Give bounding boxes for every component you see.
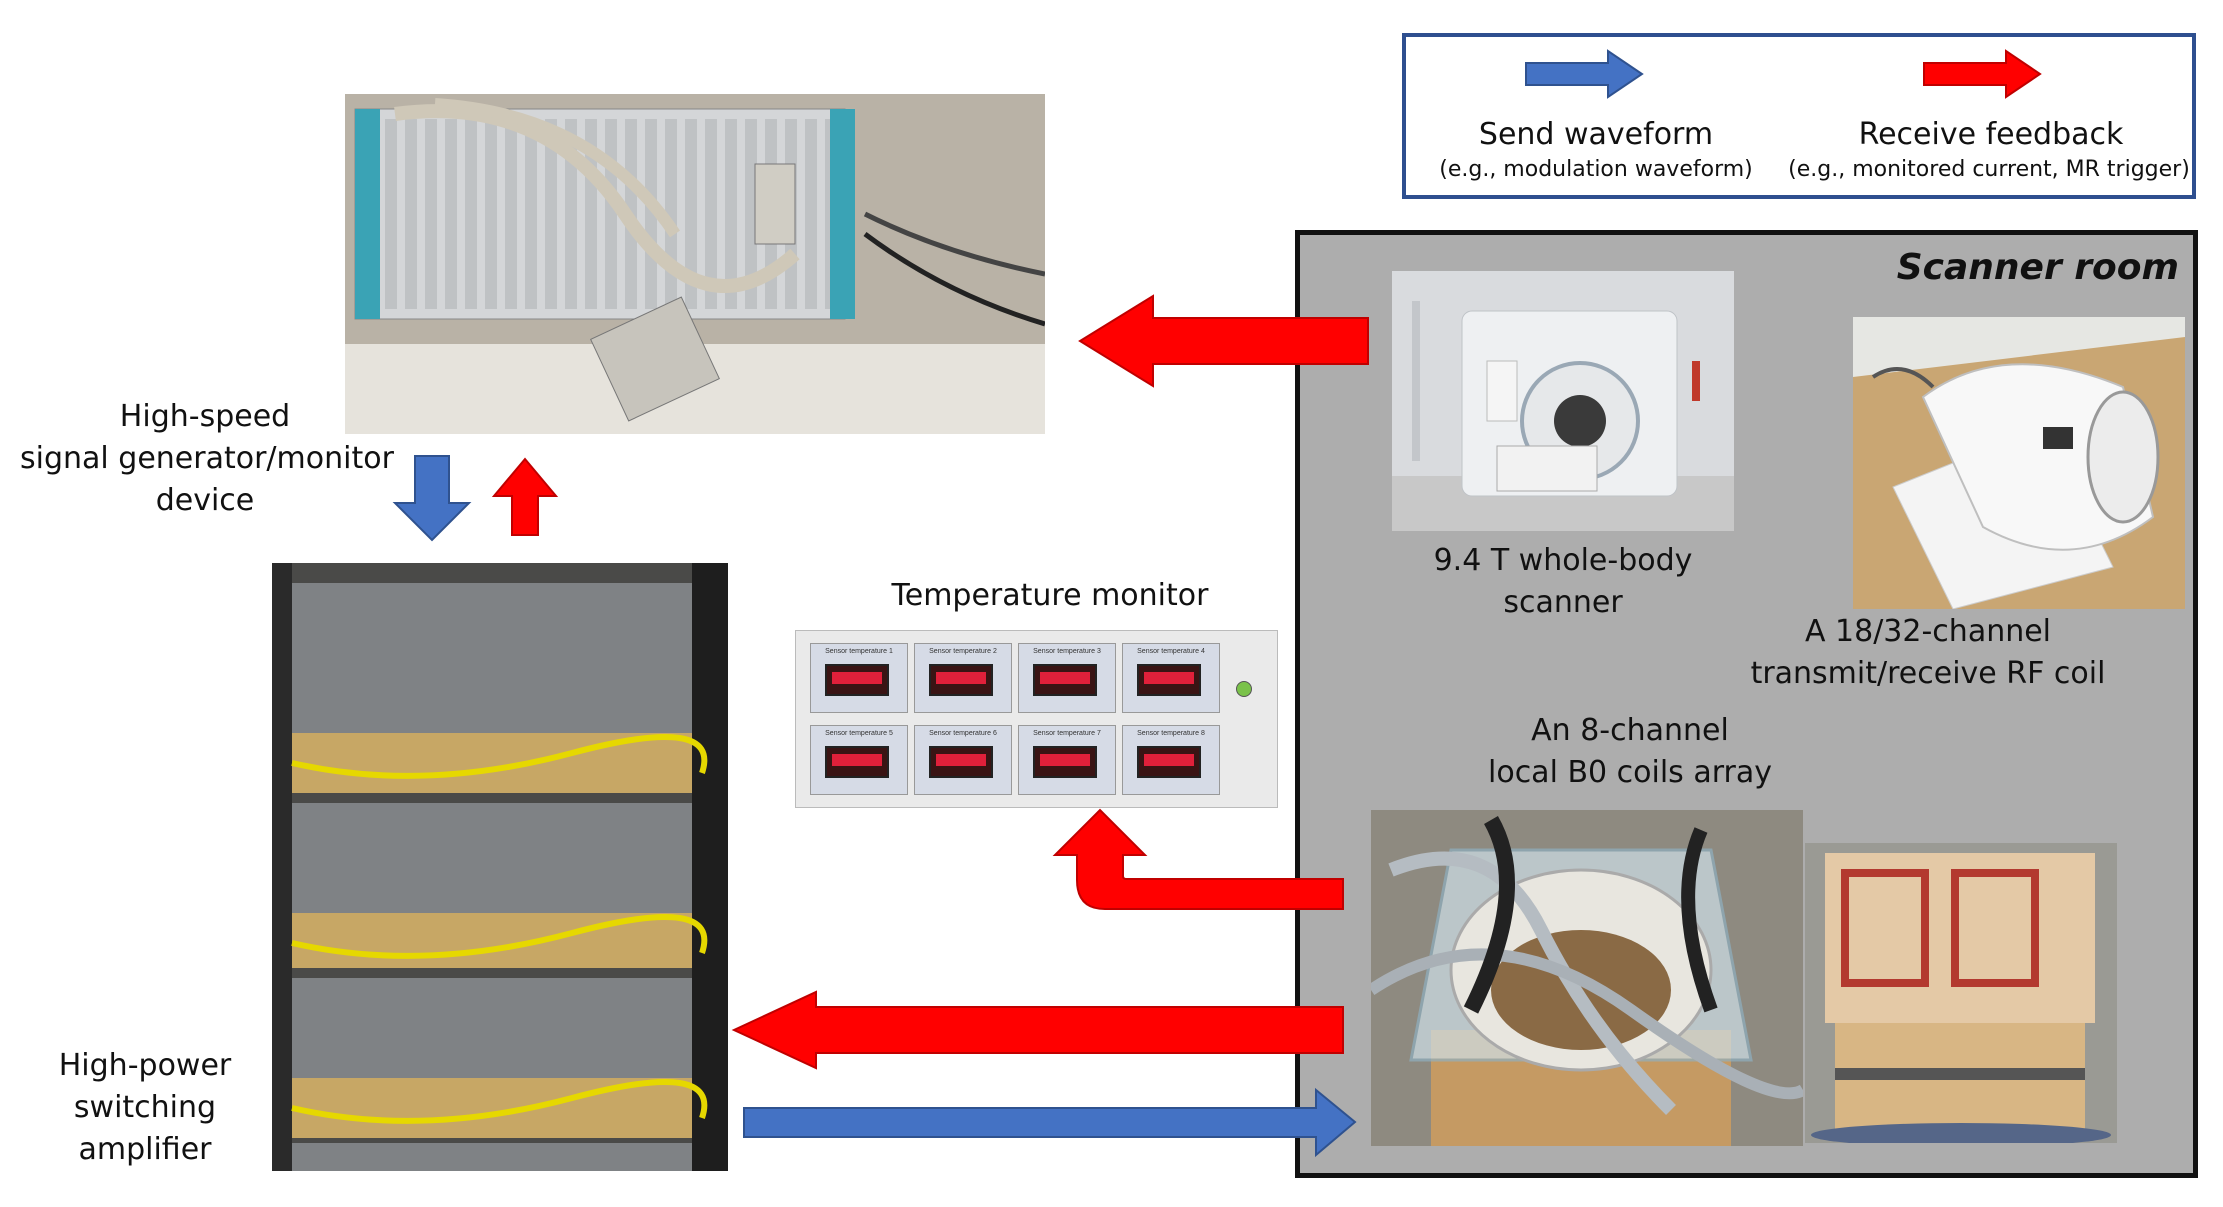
sensor-display-7: Sensor temperature 7 (1018, 725, 1116, 795)
send-legend-arrow (1525, 49, 1644, 99)
temperature-monitor-label: Temperature monitor (891, 578, 1209, 613)
sensor-row-bottom: Sensor temperature 5 Sensor temperature … (810, 725, 1220, 795)
scanner-room-panel: Scanner room 9.4 T whole-body scanner A … (1295, 230, 2198, 1178)
sensor-display-3: Sensor temperature 3 (1018, 643, 1116, 713)
amplifier-label-line2: switching (73, 1090, 217, 1125)
waveform-arrow-to-b0-coil (743, 1087, 1357, 1158)
receive-legend-title: Receive feedback (1858, 117, 2124, 152)
amplifier-label-line1: High-power (58, 1048, 232, 1083)
sensor-display-5: Sensor temperature 5 (810, 725, 908, 795)
b0-coil-closeup-photo (1805, 843, 2117, 1143)
signal-generator-label-line3: device (155, 483, 255, 518)
b0-coil-label-line2: local B0 coils array (1488, 755, 1772, 790)
scanner-label-line1: 9.4 T whole-body (1433, 543, 1693, 578)
sensor-display-8: Sensor temperature 8 (1122, 725, 1220, 795)
scanner-photo (1392, 271, 1734, 531)
rf-coil-label-line1: A 18/32-channel (1804, 614, 2052, 649)
amplifier-rack-photo (272, 563, 728, 1171)
signal-generator-label-line2: signal generator/monitor (20, 441, 394, 476)
signal-generator-label-line1: High-speed (119, 399, 291, 434)
sensor-display-4: Sensor temperature 4 (1122, 643, 1220, 713)
temperature-monitor-photo: Sensor temperature 1 Sensor temperature … (795, 630, 1278, 808)
sensor-display-1: Sensor temperature 1 (810, 643, 908, 713)
receive-legend-arrow (1923, 49, 2042, 99)
sensor-display-2: Sensor temperature 2 (914, 643, 1012, 713)
feedback-arrow-to-amplifier (731, 990, 1344, 1070)
receive-legend-subtitle: (e.g., monitored current, MR trigger) (1788, 157, 2190, 182)
b0-coil-array-photo (1371, 810, 1803, 1146)
signal-generator-photo (345, 94, 1045, 434)
amplifier-label-line3: amplifier (78, 1132, 212, 1167)
sensor-display-6: Sensor temperature 6 (914, 725, 1012, 795)
feedback-arrow-to-generator-vertical (491, 457, 559, 536)
scanner-label-line2: scanner (1503, 585, 1623, 620)
send-legend-subtitle: (e.g., modulation waveform) (1439, 157, 1753, 182)
power-led-icon (1236, 681, 1252, 697)
waveform-arrow-to-amplifier (392, 455, 472, 542)
send-legend-title: Send waveform (1478, 117, 1714, 152)
scanner-room-title: Scanner room (1896, 247, 2179, 288)
b0-coil-label-line1: An 8-channel (1531, 713, 1729, 748)
rf-coil-photo (1853, 317, 2185, 609)
rf-coil-label-line2: transmit/receive RF coil (1750, 656, 2106, 691)
legend: Send waveform (e.g., modulation waveform… (1402, 33, 2196, 199)
sensor-row-top: Sensor temperature 1 Sensor temperature … (810, 643, 1220, 713)
